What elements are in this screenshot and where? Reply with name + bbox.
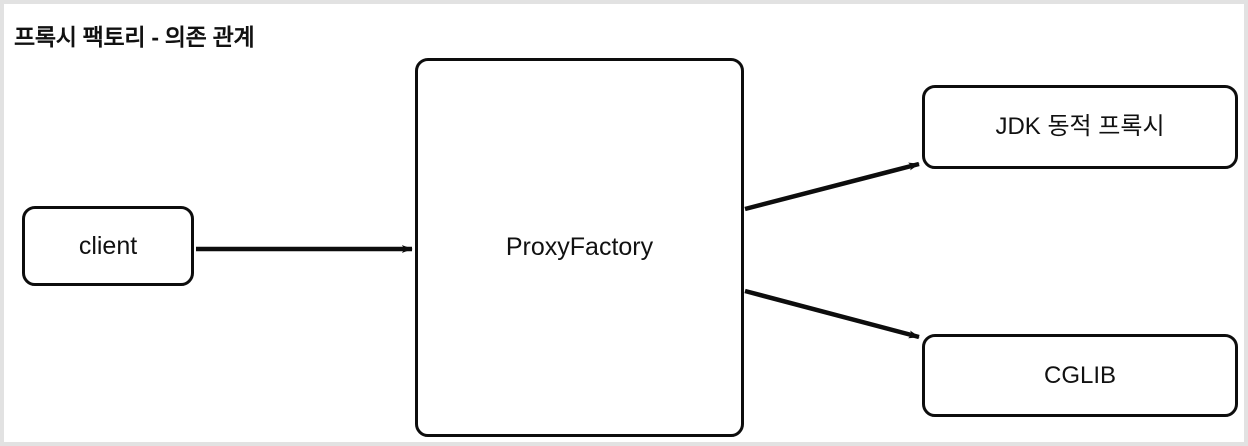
- node-cglib[interactable]: CGLIB: [922, 334, 1238, 417]
- page-title: 프록시 팩토리 - 의존 관계: [14, 24, 255, 50]
- node-proxy-factory[interactable]: ProxyFactory: [415, 58, 744, 437]
- node-jdk-dynamic-proxy-label: JDK 동적 프록시: [995, 113, 1165, 140]
- node-jdk-dynamic-proxy[interactable]: JDK 동적 프록시: [922, 85, 1238, 169]
- edge-proxyfactory-to-cglib: [744, 288, 920, 340]
- node-cglib-label: CGLIB: [1043, 361, 1117, 389]
- node-client[interactable]: client: [22, 206, 194, 286]
- node-client-label: client: [78, 231, 138, 260]
- edge-proxyfactory-to-jdk-dynamic-proxy: [744, 161, 920, 212]
- node-proxy-factory-label: ProxyFactory: [505, 233, 654, 261]
